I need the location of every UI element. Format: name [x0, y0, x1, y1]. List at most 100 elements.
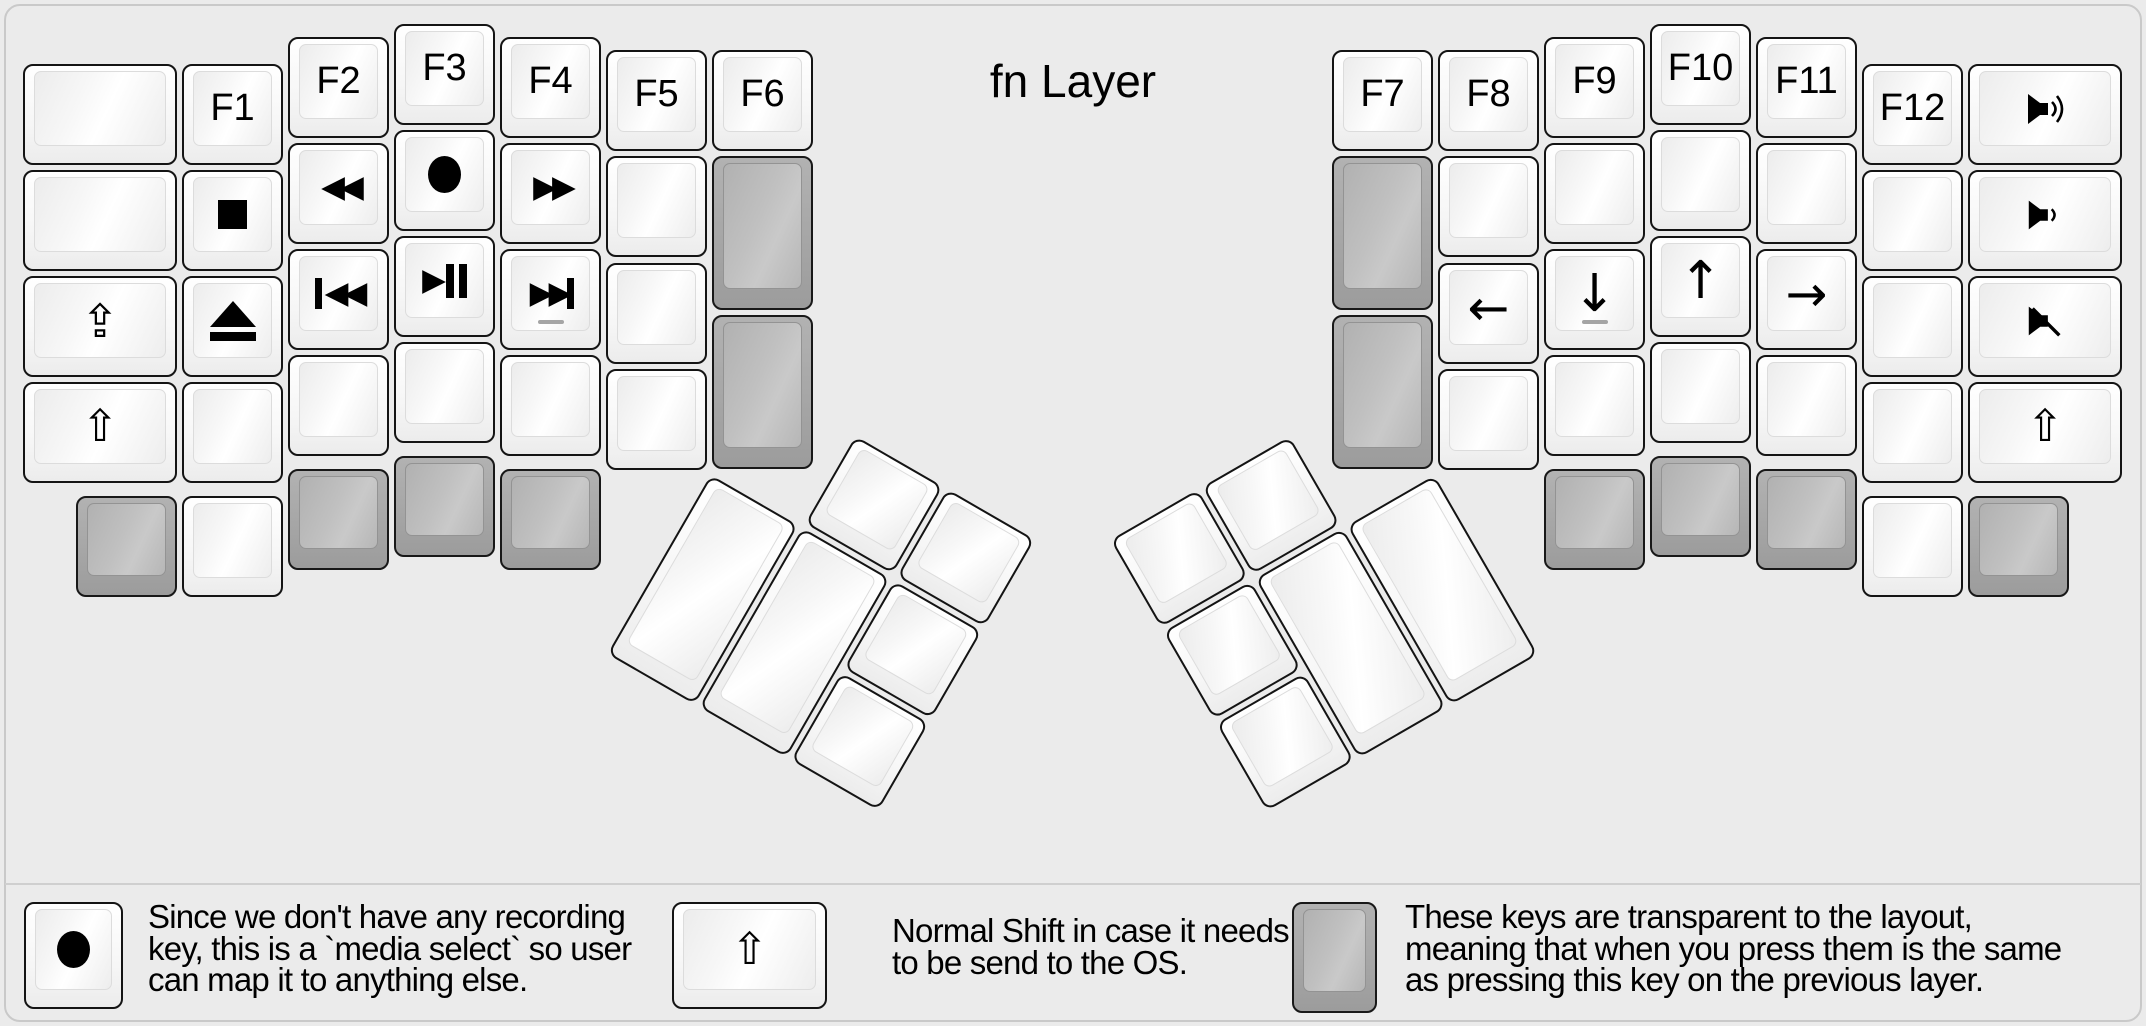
key-play-pause[interactable]: ▶ — [394, 236, 495, 337]
keytop — [1661, 463, 1740, 536]
key-transparent[interactable] — [712, 315, 813, 469]
key-f2[interactable]: F2 — [288, 37, 389, 138]
keytop — [1979, 283, 2111, 358]
key-blank[interactable] — [23, 170, 177, 271]
key-blank[interactable] — [606, 263, 707, 364]
keytop: F11 — [1767, 44, 1846, 119]
key-caps-lock[interactable]: ⇪ — [23, 276, 177, 377]
legend-text-transparent: These keys are transparent to the layout… — [1405, 898, 2062, 998]
key-blank[interactable] — [606, 156, 707, 257]
key-arrow-left[interactable]: ← — [1438, 263, 1539, 364]
key-label: F8 — [1466, 73, 1511, 115]
key-f12[interactable]: F12 — [1862, 64, 1963, 165]
key-blank[interactable] — [500, 355, 601, 456]
keytop — [1873, 503, 1952, 578]
key-arrow-up[interactable]: ↑ — [1650, 236, 1751, 337]
homing-dash — [537, 320, 564, 324]
key-volume-mute[interactable] — [1968, 276, 2122, 377]
key-transparent[interactable] — [1332, 315, 1433, 469]
stop-icon — [218, 200, 247, 229]
key-f10[interactable]: F10 — [1650, 24, 1751, 125]
key-f4[interactable]: F4 — [500, 37, 601, 138]
key-transparent[interactable] — [1756, 469, 1857, 570]
key-label: F2 — [316, 60, 361, 102]
key-blank[interactable] — [1438, 156, 1539, 257]
key-blank[interactable] — [1650, 130, 1751, 231]
key-f1[interactable]: F1 — [182, 64, 283, 165]
keytop: ⇧ — [1979, 389, 2111, 464]
key-f7[interactable]: F7 — [1332, 50, 1433, 151]
keytop: F1 — [193, 71, 272, 146]
keytop — [1873, 283, 1952, 358]
key-shift[interactable]: ⇧ — [23, 382, 177, 483]
key-transparent[interactable] — [288, 469, 389, 570]
key-f6[interactable]: F6 — [712, 50, 813, 151]
key-fast-forward[interactable]: ▶▶ — [500, 143, 601, 244]
keytop — [405, 463, 484, 536]
key-blank[interactable] — [1862, 382, 1963, 483]
legend-text-shift: Normal Shift in case it needs to be send… — [892, 912, 1290, 981]
keytop — [87, 503, 166, 576]
key-f8[interactable]: F8 — [1438, 50, 1539, 151]
key-transparent[interactable] — [394, 456, 495, 557]
volume-up-icon — [2028, 93, 2064, 124]
key-blank[interactable] — [1862, 170, 1963, 271]
key-prev-track[interactable]: ◀◀ — [288, 249, 389, 350]
keytop — [1767, 150, 1846, 225]
key-f11[interactable]: F11 — [1756, 37, 1857, 138]
keytop — [1979, 503, 2058, 576]
key-blank[interactable] — [1438, 369, 1539, 470]
keytop — [723, 322, 802, 448]
keytop — [511, 476, 590, 549]
keytop — [1343, 163, 1422, 289]
key-blank[interactable] — [1862, 276, 1963, 377]
key-blank[interactable] — [1756, 355, 1857, 456]
key-stop[interactable] — [182, 170, 283, 271]
keytop — [1979, 177, 2111, 252]
prev-track-icon: ◀◀ — [314, 278, 367, 309]
keytop: F6 — [723, 57, 802, 132]
key-arrow-right[interactable]: → — [1756, 249, 1857, 350]
key-blank[interactable] — [182, 496, 283, 597]
keytop: ▶ — [405, 243, 484, 318]
key-shift[interactable]: ⇧ — [1968, 382, 2122, 483]
key-f5[interactable]: F5 — [606, 50, 707, 151]
keytop: ⇧ — [34, 389, 166, 464]
key-next-track[interactable]: ▶▶ — [500, 249, 601, 350]
key-arrow-down[interactable]: ↓ — [1544, 249, 1645, 350]
key-blank[interactable] — [1756, 143, 1857, 244]
key-blank[interactable] — [1650, 342, 1751, 443]
eject-icon — [209, 300, 256, 341]
key-label: F4 — [528, 60, 573, 102]
key-rewind[interactable]: ◀◀ — [288, 143, 389, 244]
keytop: F12 — [1873, 71, 1952, 146]
key-transparent[interactable] — [1968, 496, 2069, 597]
key-volume-up[interactable] — [1968, 64, 2122, 165]
key-blank[interactable] — [288, 355, 389, 456]
keytop: ◀◀ — [299, 150, 378, 225]
key-eject[interactable] — [182, 276, 283, 377]
key-blank[interactable] — [394, 342, 495, 443]
keytop — [405, 349, 484, 424]
key-f3[interactable]: F3 — [394, 24, 495, 125]
key-blank[interactable] — [23, 64, 177, 165]
key-blank[interactable] — [1862, 496, 1963, 597]
key-transparent[interactable] — [712, 156, 813, 310]
key-blank[interactable] — [606, 369, 707, 470]
key-transparent[interactable] — [76, 496, 177, 597]
key-transparent[interactable] — [1544, 469, 1645, 570]
key-transparent[interactable] — [1650, 456, 1751, 557]
key-blank[interactable] — [1544, 355, 1645, 456]
key-blank[interactable] — [182, 382, 283, 483]
key-transparent[interactable] — [500, 469, 601, 570]
key-blank[interactable] — [1544, 143, 1645, 244]
key-f9[interactable]: F9 — [1544, 37, 1645, 138]
keytop — [299, 476, 378, 549]
key-volume-down[interactable] — [1968, 170, 2122, 271]
key-record[interactable] — [394, 130, 495, 231]
key-transparent[interactable] — [1332, 156, 1433, 310]
keytop: F9 — [1555, 44, 1634, 119]
key-label: F3 — [422, 47, 467, 89]
legend-key-transparent — [1292, 902, 1377, 1013]
